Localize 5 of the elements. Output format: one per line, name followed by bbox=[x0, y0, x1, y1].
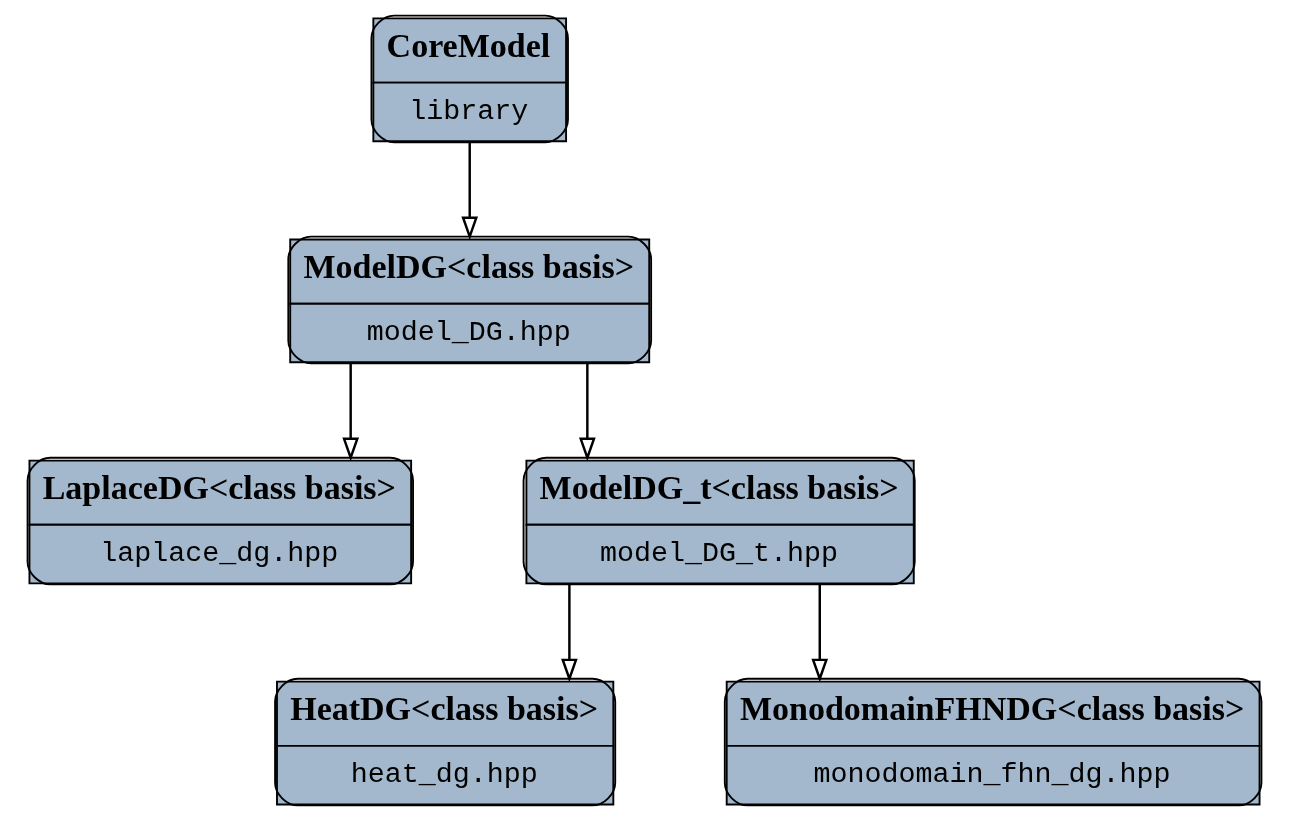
arrow bbox=[579, 363, 596, 462]
arrow bbox=[461, 142, 479, 241]
arrow bbox=[342, 363, 360, 462]
arrow bbox=[811, 584, 829, 683]
arrow bbox=[561, 584, 578, 683]
